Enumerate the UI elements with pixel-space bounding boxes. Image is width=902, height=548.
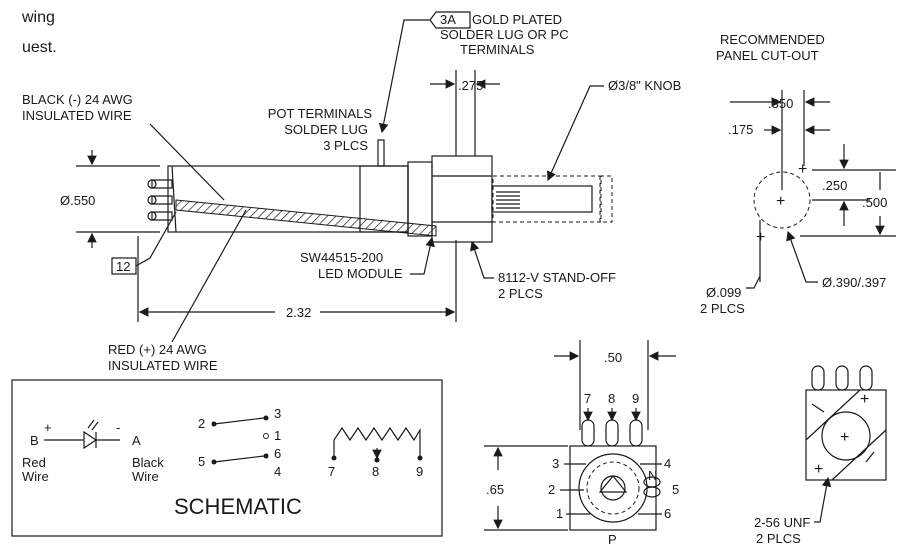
- schematic-box: B + - A Red Wire Black Wire 2 3 1 5 6 4 …: [11, 379, 443, 537]
- callout-3a: 3A GOLD PLATED SOLDER LUG OR PC TERMINAL…: [378, 11, 569, 134]
- schem-a: A: [132, 433, 141, 448]
- rear-t2: 2: [548, 482, 555, 497]
- bore-circle: [753, 171, 811, 229]
- rear-t6: 6: [664, 506, 671, 521]
- schem-sw-1: 1: [274, 428, 281, 443]
- panel-cutout-title-line2: PANEL CUT-OUT: [716, 48, 819, 63]
- schem-pot-9: 9: [416, 464, 423, 479]
- dim-275-label: .275: [458, 78, 483, 93]
- svg-text:+: +: [756, 229, 765, 246]
- black-wire-line1: BLACK (-) 24 AWG: [22, 92, 133, 107]
- side-body: [805, 389, 887, 481]
- rear-t4: 4: [664, 456, 671, 471]
- thread-spec: 2-56 UNF: [754, 515, 810, 530]
- rear-t3: 3: [552, 456, 559, 471]
- rear-t9: 9: [632, 391, 639, 406]
- hole-count: 2 PLCS: [700, 301, 745, 316]
- dim-232: 2.32: [137, 236, 457, 322]
- dim-275: .275: [430, 70, 500, 156]
- pot-terminals-line2: SOLDER LUG: [284, 122, 368, 137]
- bore-dia: Ø.390/.397: [822, 275, 886, 290]
- rear-n: N: [648, 468, 657, 483]
- dim-550: Ø.550: [60, 150, 160, 248]
- standoff-line1: 8112-V STAND-OFF: [498, 270, 616, 285]
- callout-3a-box: 3A: [440, 12, 456, 27]
- schem-plus: +: [44, 420, 52, 435]
- rear-t7: 7: [584, 391, 591, 406]
- callout-3a-line1: GOLD PLATED: [472, 12, 562, 27]
- svg-text:+: +: [814, 461, 823, 478]
- side-view: + + + 2-56 UNF 2 PLCS: [754, 365, 887, 546]
- pot-terminal-lug: [377, 139, 385, 167]
- knob-outline: [492, 175, 602, 223]
- rear-view: .50 7 8 9 3 4 2 N 5 1 6 .65 P: [484, 340, 679, 547]
- led-module-line2: LED MODULE: [318, 266, 403, 281]
- panel-cutout-title-line1: RECOMMENDED: [720, 32, 825, 47]
- svg-text:+: +: [776, 193, 785, 210]
- standoff-line2: 2 PLCS: [498, 286, 543, 301]
- red-wire-line2: INSULATED WIRE: [108, 358, 218, 373]
- pot-terminals-line3: 3 PLCS: [323, 138, 368, 153]
- dim-350: .350: [768, 96, 793, 111]
- led-module-line1: SW44515-200: [300, 250, 383, 265]
- schem-black-line2: Wire: [132, 469, 159, 484]
- svg-text:+: +: [840, 429, 849, 446]
- svg-text:+: +: [860, 391, 869, 408]
- rear-t5: 5: [672, 482, 679, 497]
- rear-body: [569, 445, 657, 531]
- knob-label: Ø3/8" KNOB: [608, 78, 681, 93]
- header-line2: uest.: [22, 39, 57, 56]
- schem-black-line1: Black: [132, 455, 164, 470]
- schem-red-line2: Wire: [22, 469, 49, 484]
- callout-3a-line2: SOLDER LUG OR PC: [440, 27, 569, 42]
- dim-500: .500: [862, 195, 887, 210]
- schem-b: B: [30, 433, 39, 448]
- schem-sw-2: 2: [198, 416, 205, 431]
- rear-p: P: [608, 532, 617, 547]
- dim-50: .50: [604, 350, 622, 365]
- schem-sw-3: 3: [274, 406, 281, 421]
- dim-250: .250: [822, 178, 847, 193]
- dim-175: .175: [728, 122, 753, 137]
- dim-65: .65: [486, 482, 504, 497]
- red-wire-line1: RED (+) 24 AWG: [108, 342, 207, 357]
- schem-pot-7: 7: [328, 464, 335, 479]
- wire-bundle: [175, 199, 437, 237]
- box-12-label: 12: [116, 259, 130, 274]
- panel-cutout: RECOMMENDED PANEL CUT-OUT .350 .175 + + …: [700, 32, 896, 316]
- schem-red-line1: Red: [22, 455, 46, 470]
- schem-sw-6: 6: [274, 446, 281, 461]
- schem-sw-5: 5: [198, 454, 205, 469]
- hole-dia: Ø.099: [706, 285, 741, 300]
- svg-text:+: +: [798, 161, 807, 178]
- callout-3a-line3: TERMINALS: [460, 42, 535, 57]
- schematic-title: SCHEMATIC: [174, 494, 302, 519]
- pot-terminals-line1: POT TERMINALS: [268, 106, 373, 121]
- dim-232-label: 2.32: [286, 305, 311, 320]
- schem-pot-8: 8: [372, 464, 379, 479]
- main-side-view: 3A GOLD PLATED SOLDER LUG OR PC TERMINAL…: [22, 11, 681, 373]
- rear-t8: 8: [608, 391, 615, 406]
- rear-t1: 1: [556, 506, 563, 521]
- led-end-terminals: [147, 165, 177, 233]
- dim-550-label: Ø.550: [60, 193, 95, 208]
- schem-sw-4: 4: [274, 464, 281, 479]
- standoff-block: [431, 155, 493, 243]
- header-line1: wing: [21, 9, 55, 26]
- black-wire-line2: INSULATED WIRE: [22, 108, 132, 123]
- thread-count: 2 PLCS: [756, 531, 801, 546]
- shaft: [491, 185, 593, 213]
- schem-minus: -: [116, 420, 120, 435]
